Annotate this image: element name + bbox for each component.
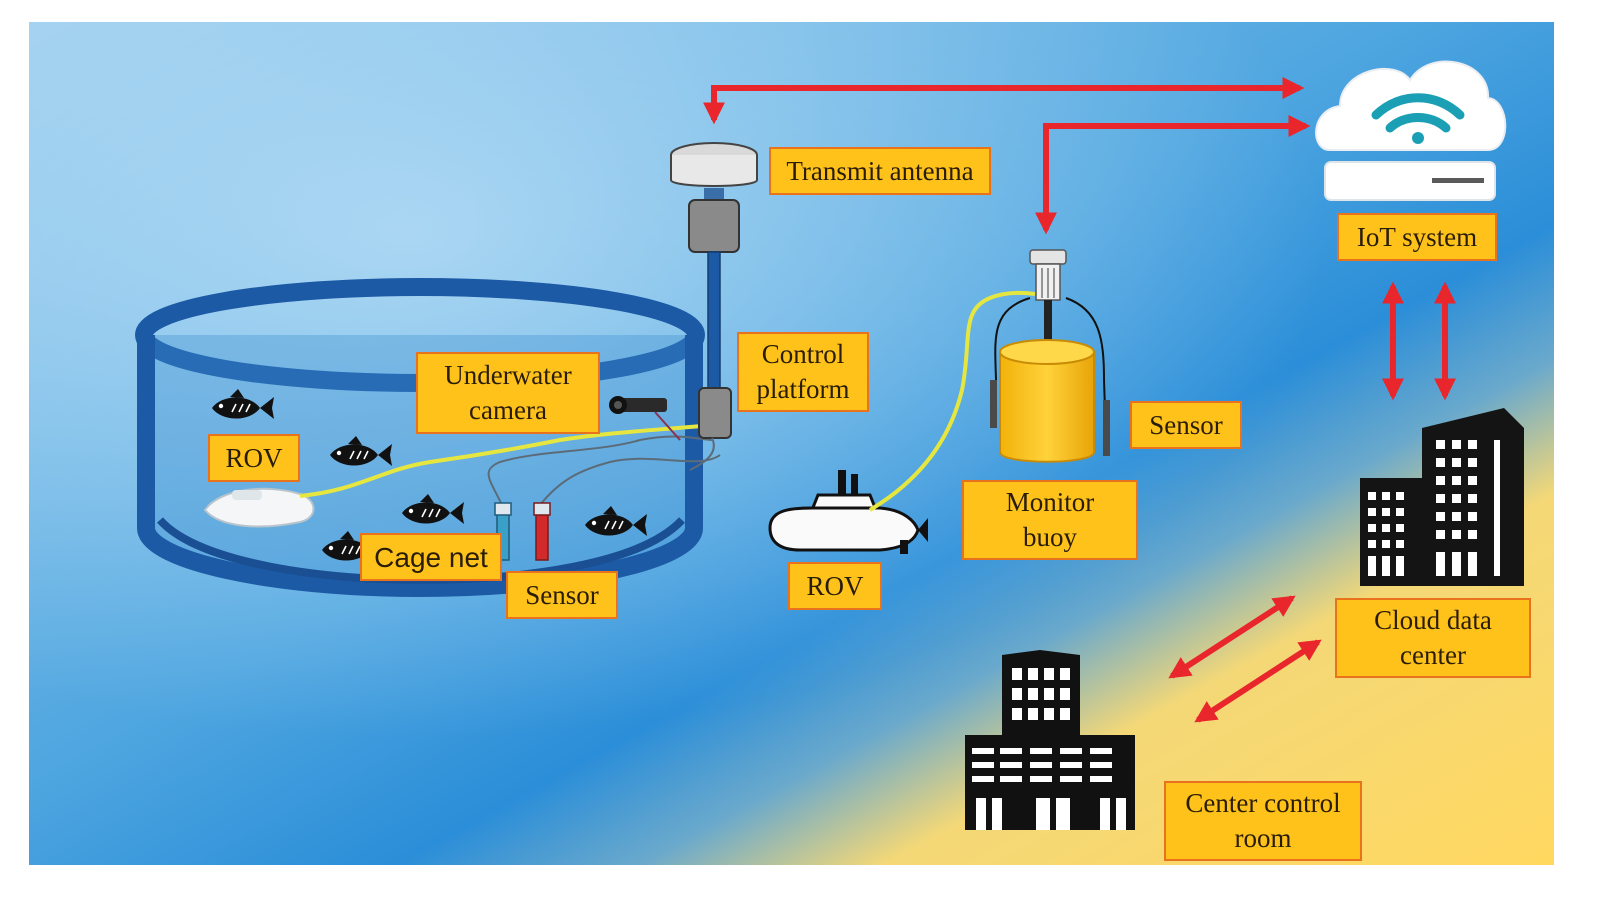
label-cloud-data-center: Cloud data center [1335, 598, 1531, 678]
arrow-antenna-iot [703, 77, 1305, 125]
label-sensor-buoy: Sensor [1130, 401, 1242, 449]
label-sensor-cage: Sensor [506, 571, 618, 619]
label-iot-system: IoT system [1337, 213, 1497, 261]
label-cage-net: Cage net [360, 533, 502, 581]
label-center-control-room: Center control room [1164, 781, 1362, 861]
building-icon [1360, 408, 1524, 586]
submarine-icon [768, 470, 928, 554]
arrow-control-cloud-2 [1194, 639, 1322, 723]
buoy-icon [990, 249, 1110, 463]
label-monitor-buoy: Monitor buoy [962, 480, 1138, 560]
arrow-buoy-iot [1035, 115, 1311, 235]
buoy-tether [868, 290, 1036, 512]
building-icon [965, 650, 1135, 830]
sensor-probe-icon [533, 502, 551, 561]
wifi-cloud-icon [1315, 60, 1507, 201]
label-control-platform: Control platform [737, 332, 869, 412]
arrow-control-cloud-1 [1168, 595, 1296, 679]
label-rov-cage: ROV [208, 434, 300, 482]
label-underwater-camera: Underwater camera [416, 352, 600, 434]
label-rov-sub: ROV [788, 562, 882, 610]
rov-tether [299, 423, 713, 498]
label-transmit-antenna: Transmit antenna [769, 147, 991, 195]
data-flow-arrows [703, 77, 1456, 723]
rov-icon [203, 487, 315, 528]
camera-icon [609, 396, 681, 441]
antenna-icon [670, 142, 758, 471]
